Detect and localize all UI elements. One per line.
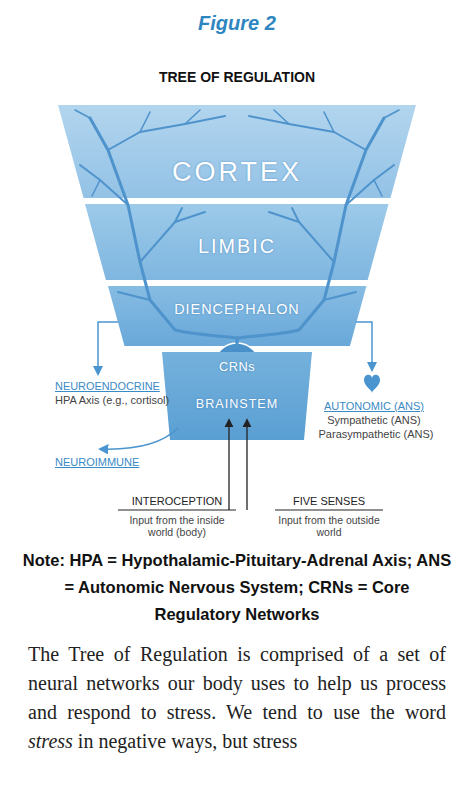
cortex-band: CORTEX	[58, 105, 416, 198]
neuroimmune-arrow	[100, 428, 178, 449]
band-label: CRNs	[214, 359, 260, 374]
bracket-line	[275, 509, 383, 510]
pathway-detail: HPA Axis (e.g., cortisol)	[55, 394, 169, 407]
body-text: in negative ways, but stress	[78, 730, 297, 752]
body-text: The Tree of Regulation is comprised of a…	[28, 643, 446, 723]
body-text: stress	[28, 730, 73, 752]
band-fill	[85, 204, 389, 280]
band-label: DIENCEPHALON	[108, 301, 366, 317]
input-heading: FIVE SENSES	[275, 495, 383, 508]
band-label: BRAINSTEM	[162, 397, 312, 411]
band-fill	[162, 352, 312, 440]
band-fill	[58, 105, 416, 198]
input-arrow	[228, 420, 229, 510]
pathway-detail: Sympathetic (ANS)	[327, 414, 421, 427]
diencephalon-band: DIENCEPHALON	[108, 286, 366, 346]
note-text: Note: HPA = Hypothalamic-Pituitary-Adren…	[22, 547, 452, 628]
body-paragraph: The Tree of Regulation is comprised of a…	[28, 640, 446, 756]
input-arrow	[246, 420, 247, 510]
pathway-detail: Parasympathetic (ANS)	[319, 428, 434, 441]
limbic-band: LIMBIC	[85, 204, 389, 280]
input-detail: Input from the outside world	[275, 514, 383, 538]
crn-circle: CRNs	[214, 343, 260, 389]
pathway-heading: NEUROIMMUNE	[55, 456, 139, 469]
pathway-heading: AUTONOMIC (ANS)	[324, 400, 424, 413]
band-fill	[108, 286, 366, 346]
heart-icon	[364, 375, 380, 393]
input-heading: INTEROCEPTION	[118, 495, 236, 508]
band-label: LIMBIC	[85, 235, 389, 258]
figure-number: Figure 2	[0, 12, 474, 35]
autonomic-arrow	[356, 322, 372, 370]
bracket-line	[118, 509, 236, 510]
input-detail: Input from the inside world (body)	[118, 514, 236, 538]
diagram-title: TREE OF REGULATION	[0, 69, 474, 85]
pathway-heading: NEUROENDOCRINE	[55, 380, 160, 393]
neuroendocrine-arrow	[98, 322, 118, 374]
band-label: CORTEX	[58, 157, 416, 188]
